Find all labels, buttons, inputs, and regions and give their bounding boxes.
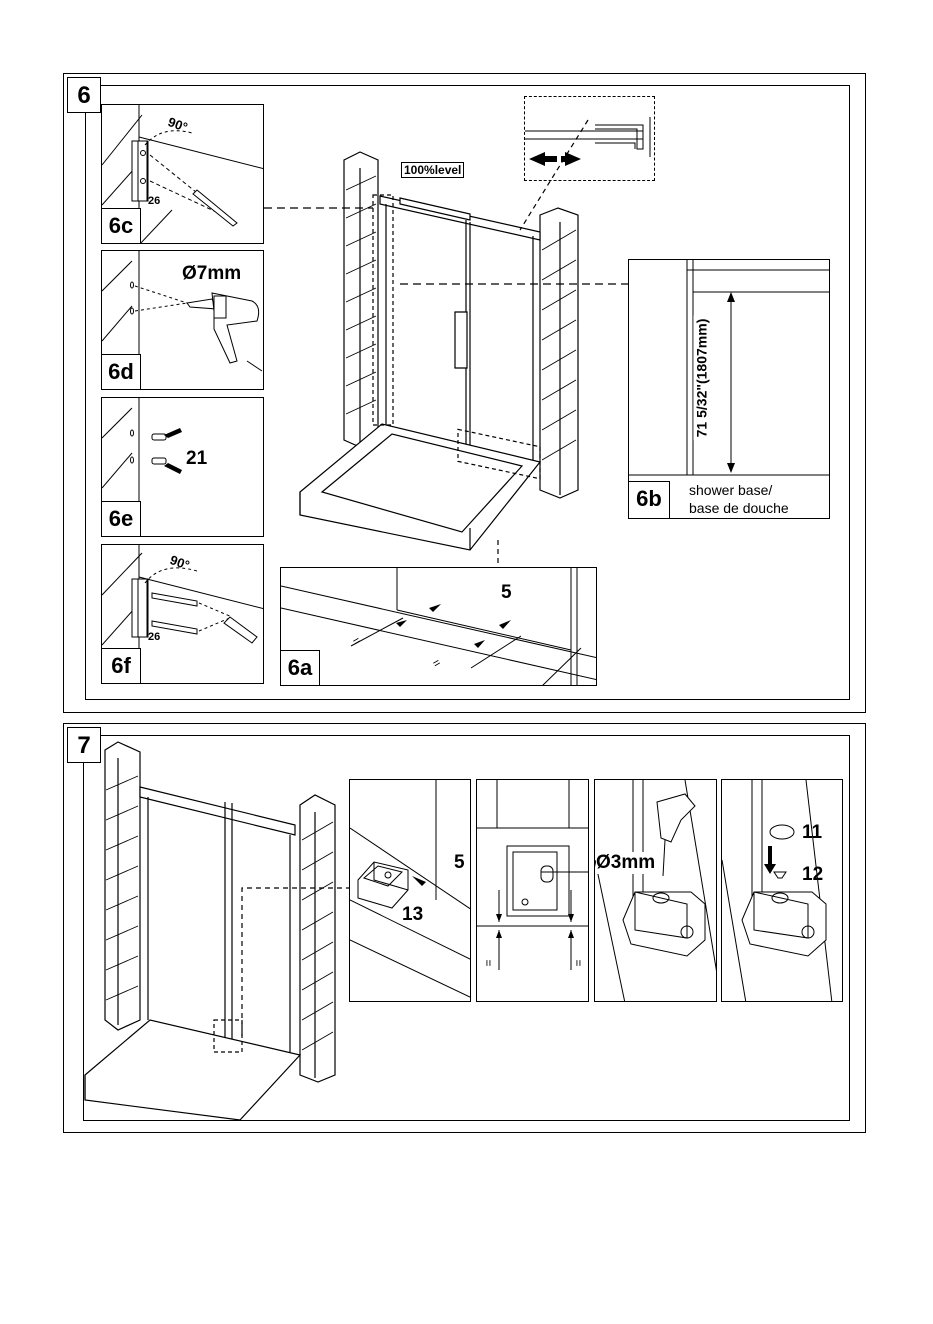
step7-panel-1-part-a: 5 [454, 852, 465, 874]
step7-panel-2-equal-1: = [482, 959, 496, 966]
step7-panel-2-equal-2: = [572, 959, 586, 966]
step7-panel-3-drill-size: Ø3mm [596, 852, 655, 874]
step7-panel-2-drawing [477, 780, 589, 1002]
step7-panel-3-drawing [595, 780, 717, 1002]
step7-panel-4-part-a: 11 [802, 822, 822, 844]
step7-panel-1-drawing [350, 780, 471, 1002]
step7-panel-2: = = [476, 779, 589, 1002]
step7-panel-1: 5 13 [349, 779, 471, 1002]
step7-panel-4: 11 12 [721, 779, 843, 1002]
step7-panel-1-part-b: 13 [402, 904, 423, 926]
step7-panel-4-drawing [722, 780, 843, 1002]
step7-panel-3: Ø3mm [594, 779, 717, 1002]
step7-panel-4-part-b: 12 [802, 864, 823, 886]
